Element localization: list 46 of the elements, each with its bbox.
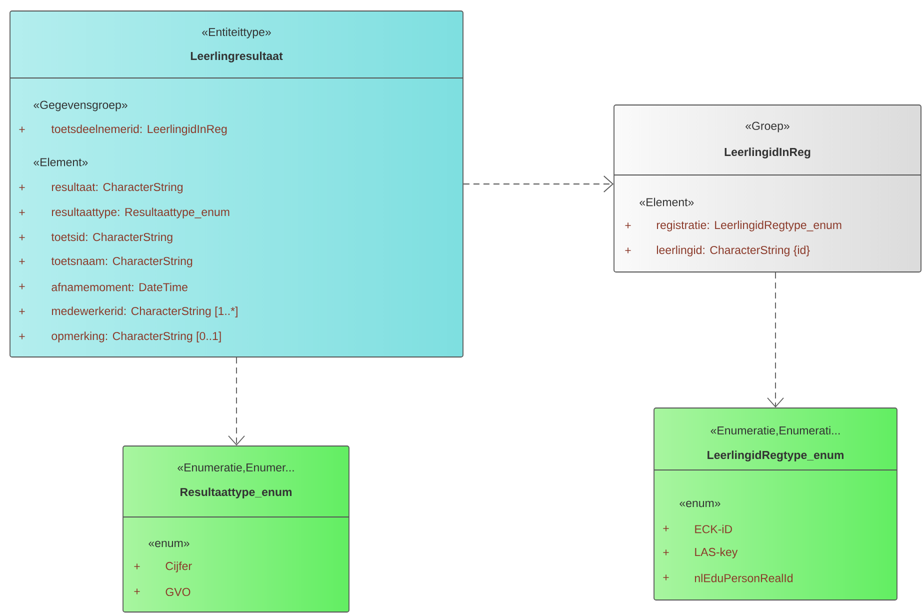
class-name: Resultaattype_enum xyxy=(180,488,292,498)
section-label: «enum» xyxy=(148,540,190,548)
visibility-sign: + xyxy=(19,126,25,132)
attribute-label: Cijfer xyxy=(166,562,192,572)
visibility-sign: + xyxy=(134,588,140,594)
visibility-sign: + xyxy=(625,222,631,228)
stereotype-label: «Groep» xyxy=(746,122,790,132)
visibility-sign: + xyxy=(663,550,669,556)
section-label: «Gegevensgroep» xyxy=(34,100,128,112)
class-name: LeerlingidInReg xyxy=(724,148,810,158)
visibility-sign: + xyxy=(19,334,25,340)
attribute-label: GVO xyxy=(166,588,190,596)
visibility-sign: + xyxy=(19,284,25,290)
stereotype-label: «Entiteittype» xyxy=(202,28,271,38)
attribute-label: toetsid: CharacterString xyxy=(51,232,172,244)
visibility-sign: + xyxy=(663,526,669,532)
dependency-arrow xyxy=(767,272,784,408)
attribute-label: nlEduPersonRealId xyxy=(694,574,793,582)
stereotype-label: «Enumeratie,Enumerati... xyxy=(710,426,840,436)
attribute-label: resultaattype: Resultaattype_enum xyxy=(52,208,230,218)
class-name: Leerlingresultaat xyxy=(190,52,283,62)
visibility-sign: + xyxy=(19,210,25,216)
stereotype-label: «Enumeratie,Enumer... xyxy=(178,463,294,473)
attribute-label: resultaat: CharacterString xyxy=(52,182,183,194)
visibility-sign: + xyxy=(19,184,25,190)
visibility-sign: + xyxy=(625,248,631,254)
visibility-sign: + xyxy=(19,234,25,240)
section-label: «Element» xyxy=(640,198,694,206)
visibility-sign: + xyxy=(19,308,25,314)
section-label: «enum» xyxy=(680,500,720,508)
section-label: «Element» xyxy=(34,158,88,166)
dependency-arrow xyxy=(228,357,245,446)
attribute-label: ECK-iD xyxy=(695,524,732,534)
visibility-sign: + xyxy=(134,564,140,570)
attribute-label: LAS-key xyxy=(695,548,738,558)
attribute-label: afnamemoment: DateTime xyxy=(52,282,188,292)
attribute-label: toetsnaam: CharacterString xyxy=(51,256,192,268)
visibility-sign: + xyxy=(663,574,669,580)
attribute-label: registratie: LeerlingidRegtype_enum xyxy=(656,220,842,232)
class-name: LeerlingidRegtype_enum xyxy=(708,450,844,462)
attribute-label: opmerking: CharacterString [0..1] xyxy=(52,332,221,342)
attribute-label: medewerkerid: CharacterString [1..*] xyxy=(52,306,238,318)
attribute-label: toetsdeelnemerid: LeerlingidInReg xyxy=(51,124,227,136)
attribute-label: leerlingid: CharacterString {id} xyxy=(656,246,810,256)
visibility-sign: + xyxy=(19,258,25,264)
dependency-arrow xyxy=(463,176,614,192)
